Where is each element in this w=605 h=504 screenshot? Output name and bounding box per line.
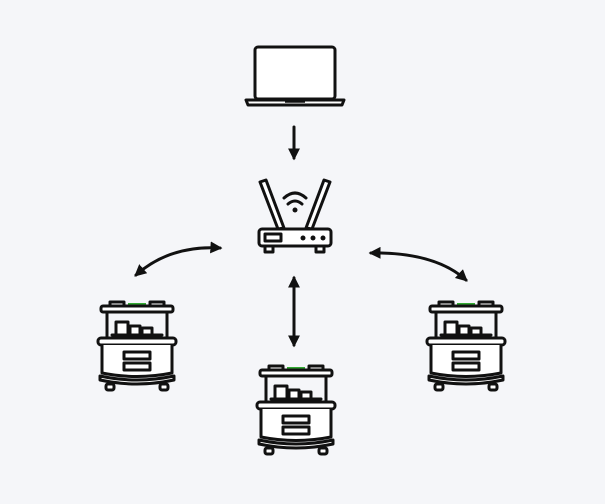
- vending-cart-icon-right: [425, 300, 507, 392]
- laptop-icon: [244, 45, 346, 107]
- arrow-router-cart-right: [368, 246, 468, 282]
- wifi-router-icon: [257, 178, 333, 254]
- vending-cart-icon-bottom: [255, 364, 337, 456]
- vending-cart-icon-left: [96, 300, 178, 392]
- arrow-router-cart-left: [134, 241, 223, 277]
